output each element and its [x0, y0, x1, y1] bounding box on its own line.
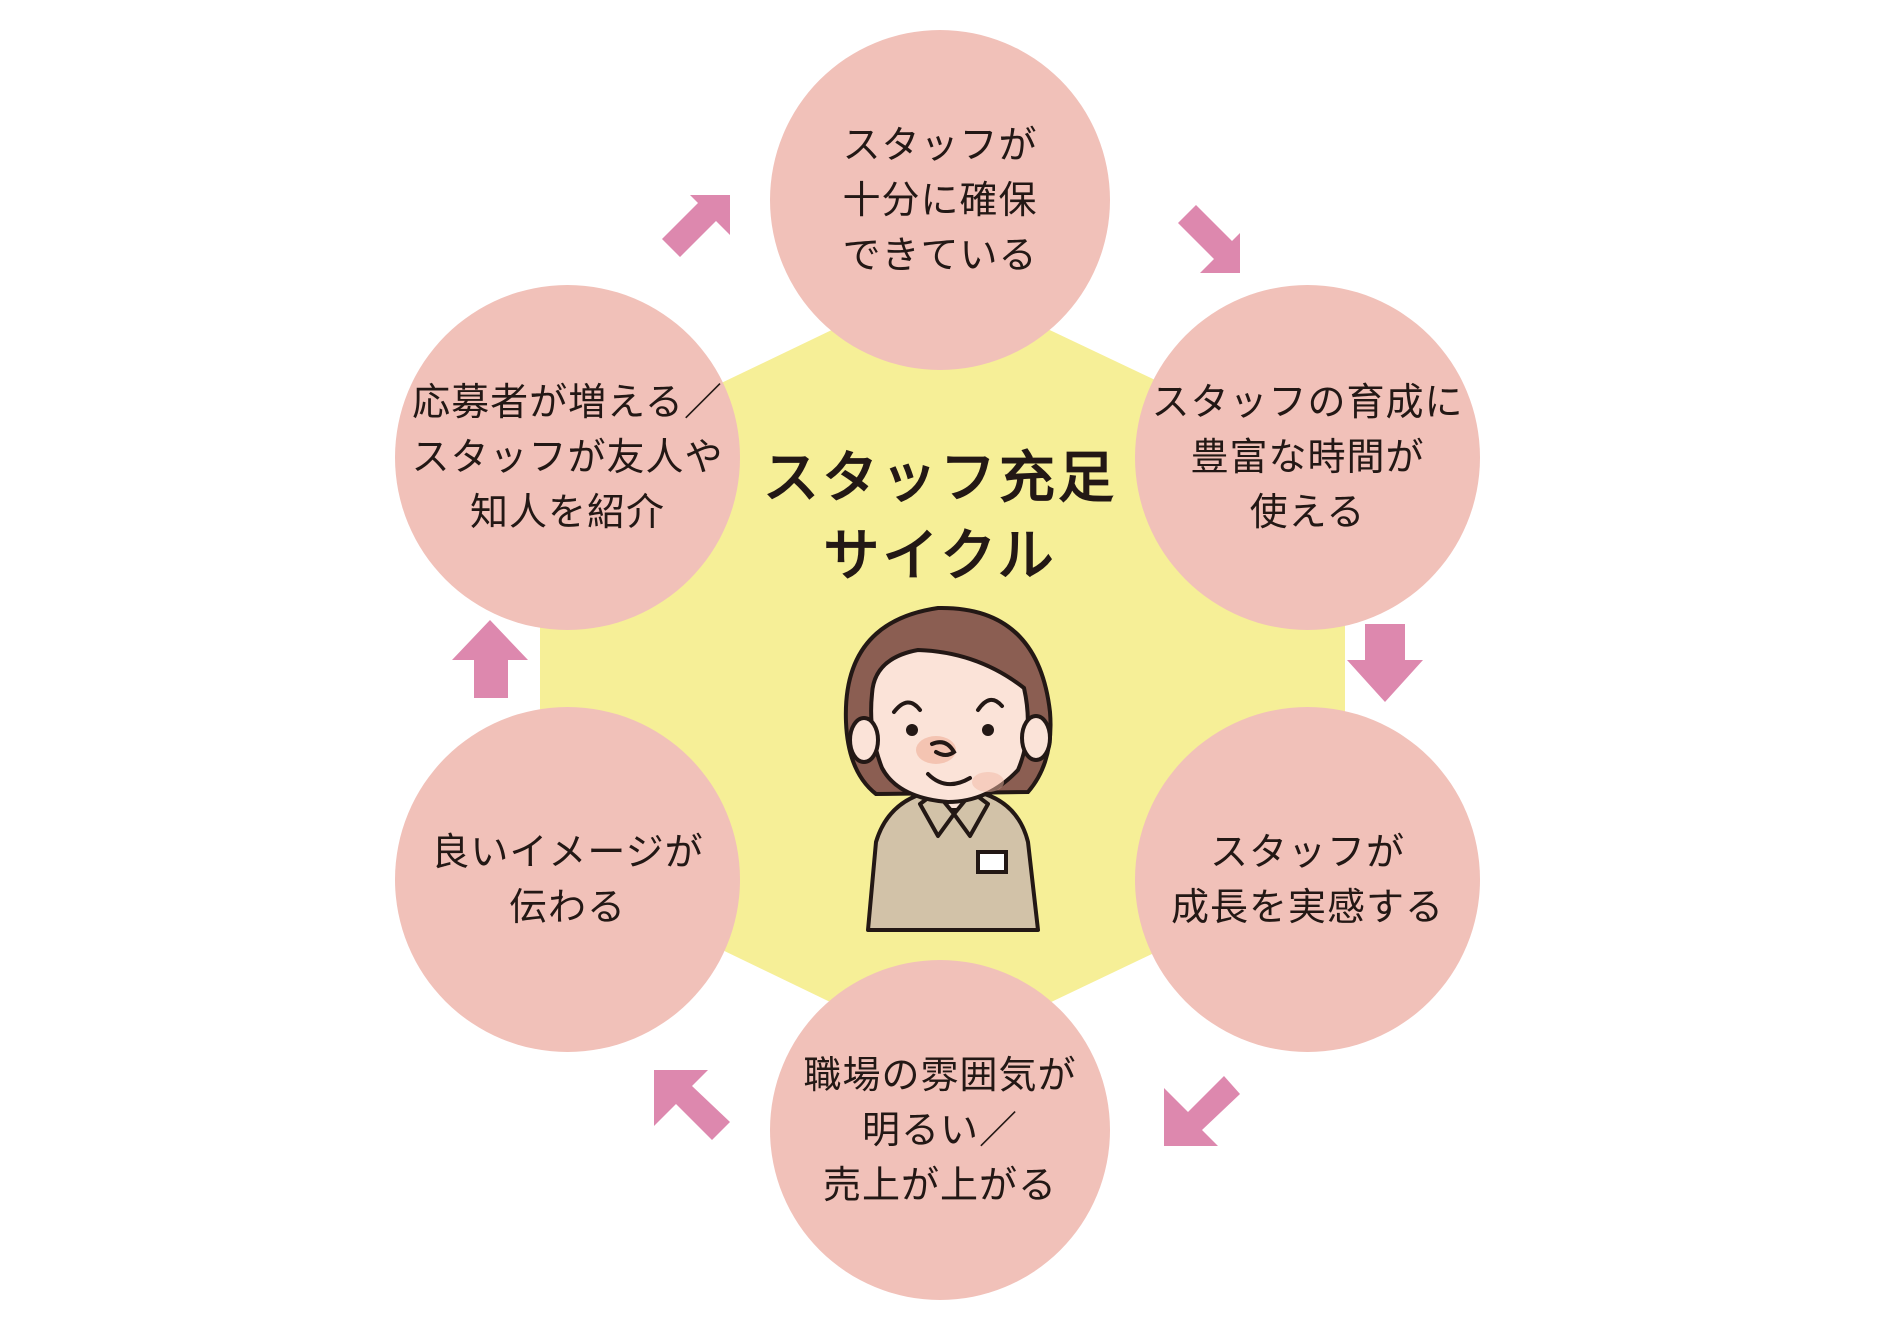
node-text-line: スタッフが友人や	[411, 435, 724, 479]
node-text-line: 成長を実感する	[1170, 884, 1444, 929]
node-text-line: 明るい／	[861, 1107, 1018, 1152]
node-text-line: 十分に確保	[842, 177, 1038, 222]
node-text-line: 売上が上がる	[822, 1162, 1057, 1207]
node-text-line: スタッフが	[1209, 829, 1405, 874]
arrow-down-left-icon	[1164, 1076, 1240, 1146]
mouth	[926, 772, 972, 786]
node-more-applicants: 応募者が増える／ スタッフが友人や 知人を紹介	[395, 285, 740, 630]
face	[869, 647, 1030, 805]
node-text-line: できている	[842, 232, 1038, 277]
name-badge	[976, 850, 1008, 874]
arrow-up-icon	[452, 620, 528, 698]
title-line: スタッフ充足	[763, 446, 1117, 511]
title-line: サイクル	[823, 524, 1057, 589]
node-text-line: 良いイメージが	[431, 829, 704, 874]
node-staff-growth: スタッフが 成長を実感する	[1135, 707, 1480, 1052]
eyebrow-left	[892, 700, 922, 714]
arrow-up-right-icon	[662, 195, 730, 257]
ear-right	[1020, 714, 1052, 762]
node-text-line: 職場の雰囲気が	[803, 1052, 1077, 1097]
node-text-line: スタッフの育成に	[1151, 380, 1464, 424]
eyebrow-right	[976, 698, 1004, 712]
eye-right	[982, 724, 994, 736]
node-text-line: 使える	[1249, 490, 1366, 534]
node-text-line: 豊富な時間が	[1190, 435, 1425, 479]
cheek-right	[972, 772, 1004, 792]
staff-person-illustration	[843, 605, 1053, 932]
arrow-down-right-icon	[1178, 205, 1240, 273]
diagram-title: スタッフ充足 サイクル	[740, 440, 1140, 596]
node-text-line: 応募者が増える／	[412, 380, 723, 424]
ear-left	[848, 716, 880, 764]
nose	[930, 740, 957, 757]
arrow-up-left-icon	[654, 1070, 730, 1140]
eye-left	[906, 724, 918, 736]
node-staff-secured: スタッフが 十分に確保 できている	[770, 30, 1110, 370]
node-good-image: 良いイメージが 伝わる	[395, 707, 740, 1052]
node-text-line: 伝わる	[508, 884, 626, 929]
node-training-time: スタッフの育成に 豊富な時間が 使える	[1135, 285, 1480, 630]
arrow-down-icon	[1347, 624, 1423, 702]
node-text-line: 知人を紹介	[469, 490, 665, 534]
node-bright-workplace: 職場の雰囲気が 明るい／ 売上が上がる	[770, 960, 1110, 1300]
node-text-line: スタッフが	[842, 122, 1038, 167]
cheek-left	[916, 736, 956, 764]
